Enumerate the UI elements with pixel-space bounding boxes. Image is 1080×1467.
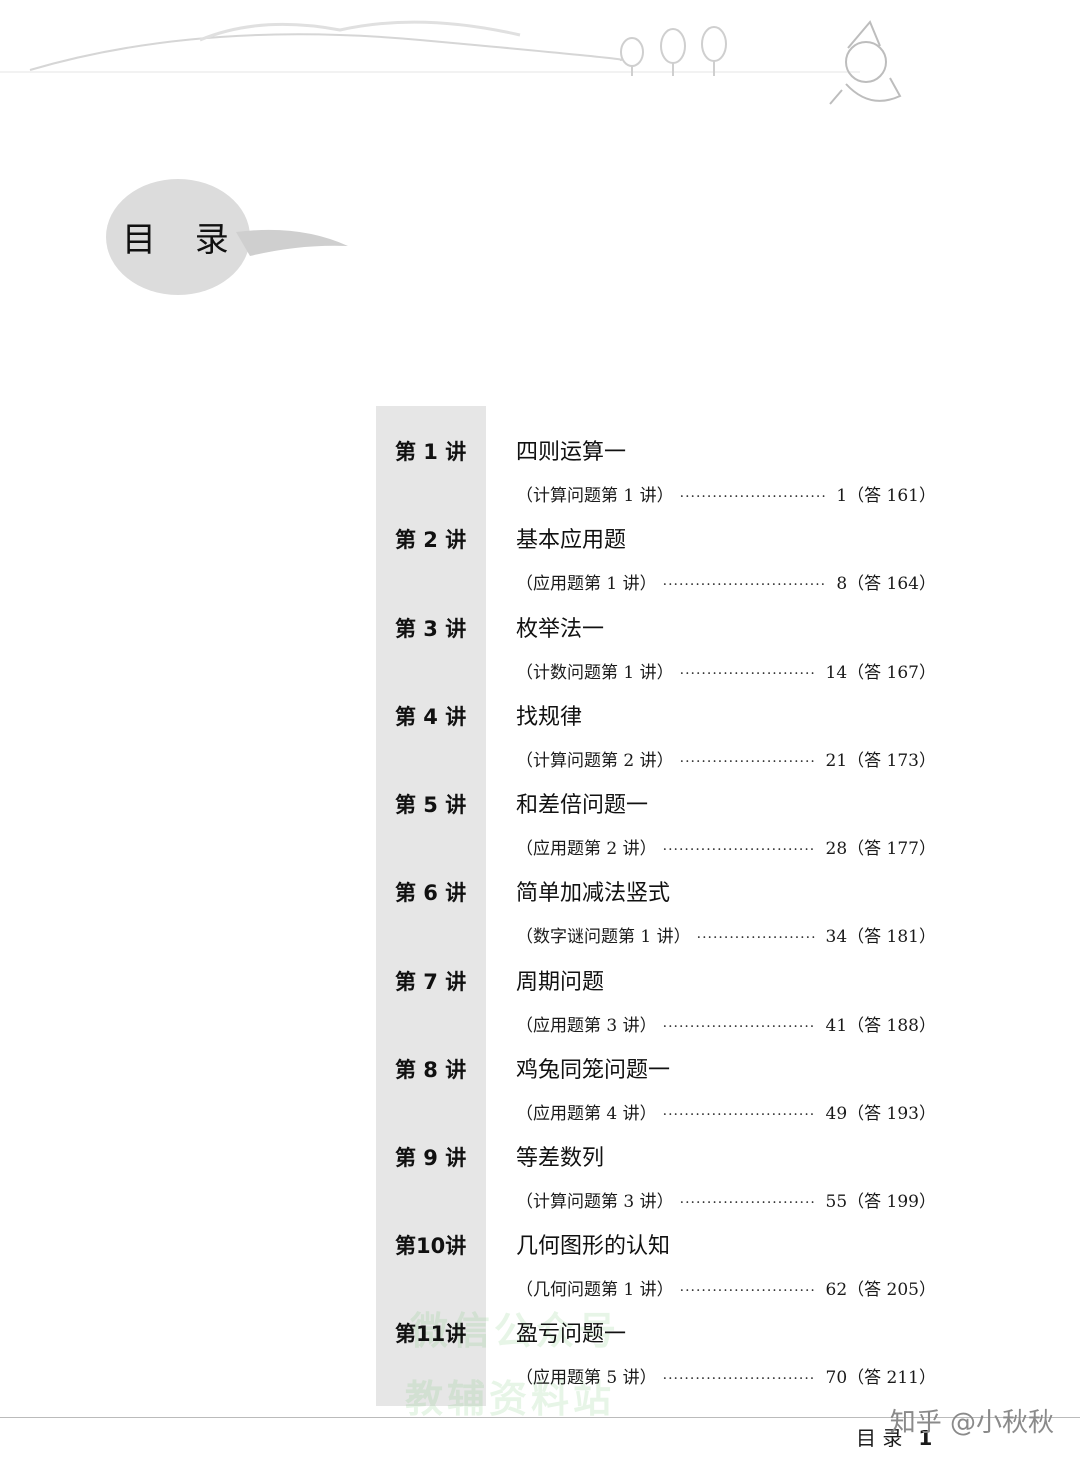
toc-entry[interactable]: 第 8 讲 鸡兔同笼问题一 （应用题第 4 讲） ················… [0, 1038, 1080, 1126]
page-reference: 62（答 205） [825, 1280, 936, 1300]
lecture-number: 第 1 讲 [395, 440, 467, 464]
footer-page-number: 1 [918, 1426, 933, 1450]
toc-entry[interactable]: 第 3 讲 枚举法一 （计数问题第 1 讲） ··················… [0, 597, 1080, 685]
toc-entry[interactable]: 第10讲 几何图形的认知 （几何问题第 1 讲） ················… [0, 1214, 1080, 1302]
lecture-category: （应用题第 3 讲） [516, 1016, 657, 1036]
lecture-category: （应用题第 5 讲） [516, 1368, 657, 1388]
lecture-number: 第 9 讲 [395, 1146, 467, 1170]
page-reference: 34（答 181） [825, 927, 936, 947]
leader-dots: ········································… [696, 930, 816, 946]
toc-entry[interactable]: 第 6 讲 简单加减法竖式 （数字谜问题第 1 讲） ··············… [0, 861, 1080, 949]
heading-cloud-decoration [106, 179, 348, 295]
lecture-category: （几何问题第 1 讲） [516, 1280, 674, 1300]
leader-dots: ········································… [679, 1195, 816, 1211]
toc-entry[interactable]: 第 1 讲 四则运算一 （计算问题第 1 讲） ·················… [0, 420, 1080, 508]
lecture-number: 第 8 讲 [395, 1058, 467, 1082]
lecture-title: 和差倍问题一 [516, 793, 649, 818]
leader-dots: ········································… [679, 489, 827, 505]
toc-entry[interactable]: 第 4 讲 找规律 （计算问题第 2 讲） ···················… [0, 685, 1080, 773]
toc-entry[interactable]: 第 7 讲 周期问题 （应用题第 3 讲） ···················… [0, 950, 1080, 1038]
lecture-number: 第 7 讲 [395, 970, 467, 994]
leader-dots: ········································… [679, 666, 816, 682]
page-reference: 55（答 199） [825, 1192, 936, 1212]
lecture-number: 第 4 讲 [395, 705, 467, 729]
watermark-green-line1: 微信公众号 [410, 1309, 621, 1353]
lecture-title: 找规律 [516, 705, 583, 730]
watermark-green-line2: 教辅资料站 [405, 1377, 616, 1421]
lecture-category: （计算问题第 1 讲） [516, 486, 674, 506]
page-reference: 41（答 188） [825, 1016, 936, 1036]
toc-entry[interactable]: 第 5 讲 和差倍问题一 （应用题第 2 讲） ·················… [0, 773, 1080, 861]
page-reference: 49（答 193） [825, 1104, 936, 1124]
leader-dots: ········································… [662, 842, 816, 858]
lecture-category: （计算问题第 3 讲） [516, 1192, 674, 1212]
lecture-title: 简单加减法竖式 [516, 881, 671, 906]
page-reference: 21（答 173） [825, 751, 936, 771]
footer-rule [0, 1417, 1080, 1418]
toc-heading: 目 录 [122, 220, 243, 260]
leader-dots: ········································… [662, 577, 827, 593]
toc-entry[interactable]: 第11讲 盈亏问题一 （应用题第 5 讲） ···················… [0, 1302, 1080, 1390]
lecture-title: 等差数列 [516, 1146, 605, 1171]
watermark-site: 知乎 @小秋秋 [889, 1408, 1054, 1438]
leader-dots: ········································… [662, 1107, 816, 1123]
header-decoration [0, 20, 902, 295]
leader-dots: ········································… [662, 1019, 816, 1035]
lecture-title: 枚举法一 [516, 617, 605, 642]
lecture-category: （计算问题第 2 讲） [516, 751, 674, 771]
page-reference: 14（答 167） [825, 663, 936, 683]
lecture-column-strip [376, 406, 486, 1406]
cartoon-character-icon [829, 20, 902, 105]
lecture-title: 四则运算一 [516, 440, 627, 465]
lecture-number: 第10讲 [395, 1234, 467, 1258]
lecture-number: 第 3 讲 [395, 617, 467, 641]
page-footer: 目 录 1 [856, 1422, 932, 1451]
lecture-title: 周期问题 [516, 970, 605, 995]
lecture-category: （应用题第 4 讲） [516, 1104, 657, 1124]
lecture-number: 第 5 讲 [395, 793, 467, 817]
lecture-number: 第11讲 [395, 1322, 467, 1346]
lecture-title: 基本应用题 [516, 528, 627, 553]
lecture-category: （应用题第 2 讲） [516, 839, 657, 859]
page-reference: 8（答 164） [836, 574, 936, 594]
toc-entry[interactable]: 第 9 讲 等差数列 （计算问题第 3 讲） ··················… [0, 1126, 1080, 1214]
page-reference: 28（答 177） [825, 839, 936, 859]
lecture-title: 盈亏问题一 [516, 1322, 627, 1347]
lecture-number: 第 6 讲 [395, 881, 467, 905]
lecture-title: 鸡兔同笼问题一 [516, 1058, 671, 1083]
page-reference: 1（答 161） [836, 486, 936, 506]
lecture-category: （应用题第 1 讲） [516, 574, 657, 594]
lecture-number: 第 2 讲 [395, 528, 467, 552]
leader-dots: ········································… [662, 1371, 816, 1387]
leader-dots: ········································… [679, 754, 816, 770]
lecture-category: （数字谜问题第 1 讲） [516, 927, 691, 947]
lecture-category: （计数问题第 1 讲） [516, 663, 674, 683]
balloon-icons [620, 26, 727, 76]
leader-dots: ········································… [679, 1283, 816, 1299]
toc-entry[interactable]: 第 2 讲 基本应用题 （应用题第 1 讲） ··················… [0, 508, 1080, 596]
page-reference: 70（答 211） [825, 1368, 936, 1388]
lecture-title: 几何图形的认知 [516, 1234, 671, 1259]
footer-label: 目 录 [856, 1426, 903, 1450]
